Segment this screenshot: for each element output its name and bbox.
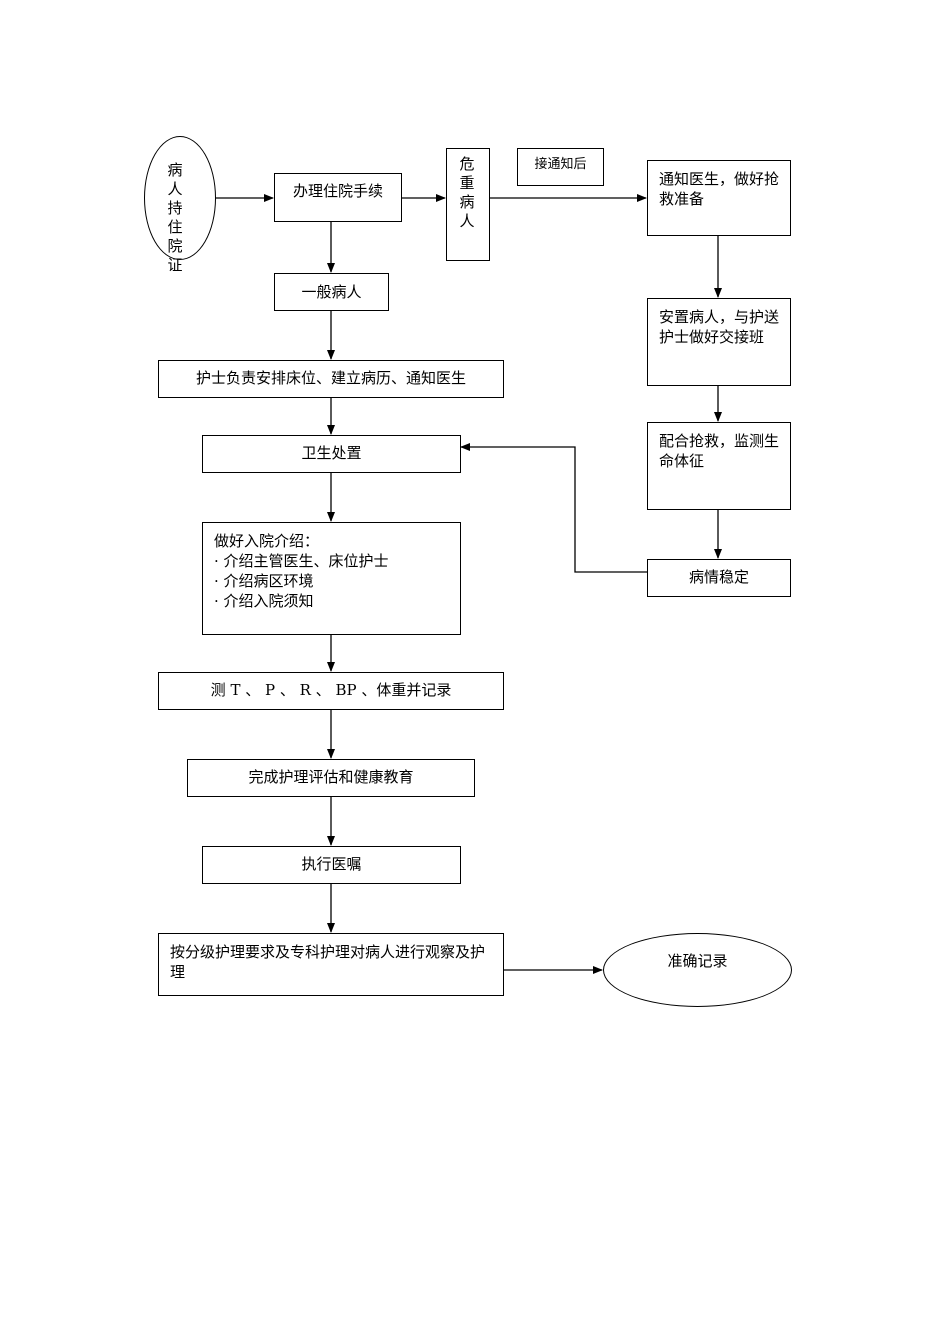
- record-label: 准确记录: [667, 952, 728, 970]
- orders-label: 执行医嘱: [301, 855, 362, 873]
- intro-item: · 介绍入院须知: [214, 592, 314, 610]
- intro-item: · 介绍主管医生、床位护士: [214, 552, 389, 570]
- nurse-arrange-box: 护士负责安排床位、建立病历、通知医生: [158, 360, 504, 398]
- arrow-stable-to-hygiene: [460, 443, 647, 573]
- admission-box: 办理住院手续: [274, 173, 402, 222]
- hygiene-box: 卫生处置: [202, 435, 461, 473]
- observe-label: 按分级护理要求及专科护理对病人进行观察及护理: [170, 943, 486, 981]
- hygiene-label: 卫生处置: [301, 444, 362, 462]
- admission-label: 办理住院手续: [292, 182, 383, 200]
- stable-label: 病情稳定: [688, 568, 749, 586]
- assessment-box: 完成护理评估和健康教育: [187, 759, 475, 797]
- notified-label: 接通知后: [534, 157, 587, 172]
- notify-doctor-box: 通知医生，做好抢救准备: [647, 160, 791, 236]
- critical-label: 危重病人: [459, 155, 475, 230]
- settle-box: 安置病人，与护送护士做好交接班: [647, 298, 791, 386]
- settle-label: 安置病人，与护送护士做好交接班: [659, 308, 780, 346]
- notify-doctor-label: 通知医生，做好抢救准备: [659, 170, 780, 208]
- critical-box: [446, 148, 490, 261]
- record-ellipse: 准确记录: [603, 933, 792, 1007]
- rescue-box: 配合抢救，监测生命体征: [647, 422, 791, 510]
- general-box: 一般病人: [274, 273, 389, 311]
- intro-title: 做好入院介绍：: [214, 532, 320, 550]
- assessment-label: 完成护理评估和健康教育: [248, 768, 414, 786]
- notified-box: 接通知后: [517, 148, 604, 186]
- rescue-label: 配合抢救，监测生命体征: [659, 432, 780, 470]
- vitals-box: 测 T 、 P 、 R 、 BP 、体重并记录: [158, 672, 504, 710]
- general-label: 一般病人: [301, 283, 362, 301]
- start-ellipse: [144, 136, 216, 260]
- observe-box: 按分级护理要求及专科护理对病人进行观察及护理: [158, 933, 504, 996]
- intro-box: 做好入院介绍： · 介绍主管医生、床位护士 · 介绍病区环境 · 介绍入院须知: [202, 522, 461, 635]
- start-label: 病人持住院证: [167, 161, 183, 274]
- stable-box: 病情稳定: [647, 559, 791, 597]
- vitals-label: 测 T 、 P 、 R 、 BP 、体重并记录: [210, 681, 452, 699]
- intro-item: · 介绍病区环境: [214, 572, 314, 590]
- orders-box: 执行医嘱: [202, 846, 461, 884]
- nurse-arrange-label: 护士负责安排床位、建立病历、通知医生: [195, 369, 466, 387]
